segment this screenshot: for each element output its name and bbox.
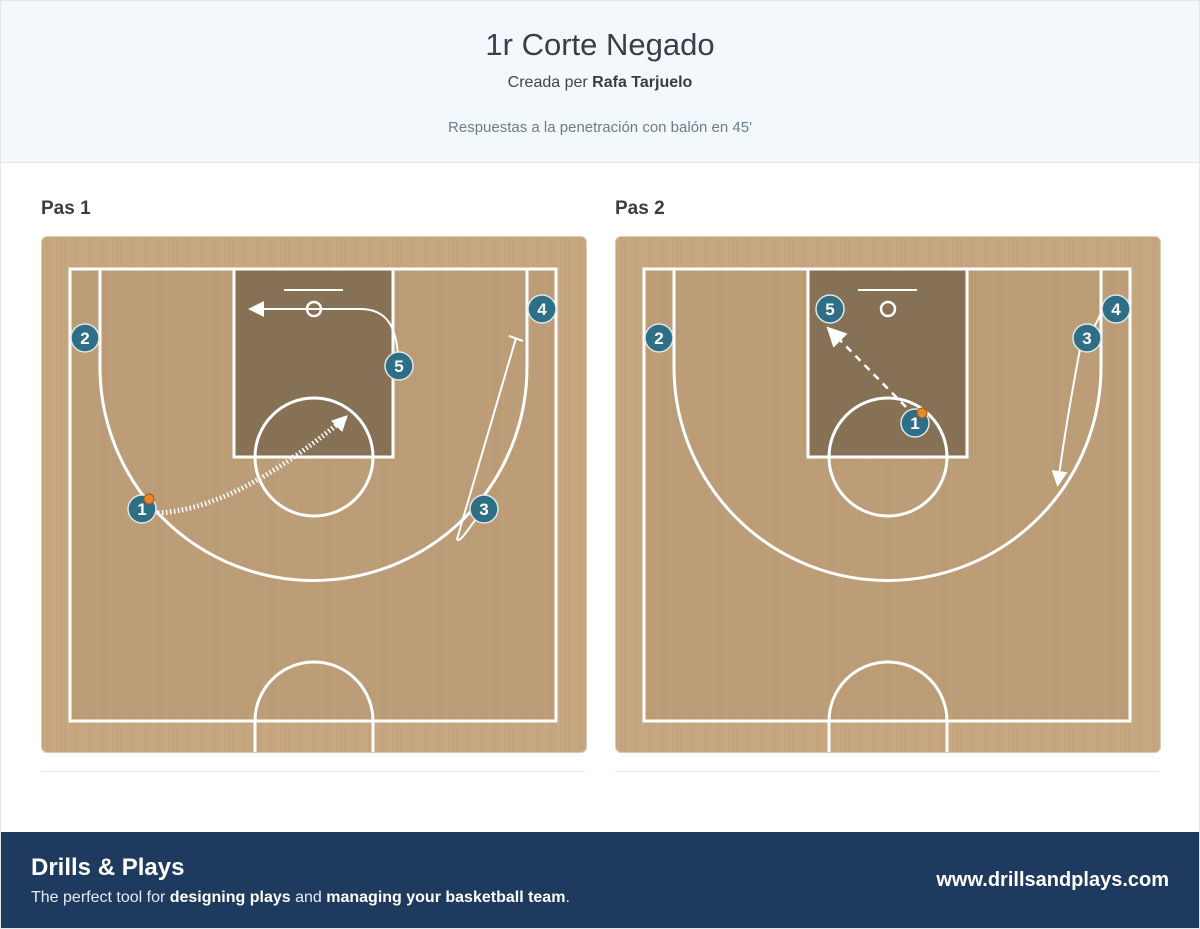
author-line: Creada per Rafa Tarjuelo [1,74,1199,92]
player-3[interactable]: 3 [1072,323,1102,353]
author-name: Rafa Tarjuelo [592,74,693,91]
player-3-label: 3 [479,500,488,519]
step-1-title: Pas 1 [41,198,91,219]
player-1[interactable]: 1 [127,493,157,524]
website-link[interactable]: www.drillsandplays.com [936,869,1169,891]
player-4[interactable]: 4 [1101,294,1131,324]
player-5-label: 5 [825,300,834,319]
player-3[interactable]: 3 [469,494,499,524]
court-diagram-step-2: 1 2 3 4 5 [615,236,1161,753]
player-2[interactable]: 2 [70,323,100,353]
tagline-text-1: The perfect tool for [31,889,170,906]
ball-icon [916,407,928,419]
pass-1-to-5 [826,326,907,408]
step-2-title: Pas 2 [615,198,665,219]
player-4-label: 4 [1111,300,1121,319]
player-2-label: 2 [80,329,89,348]
player-1-label: 1 [137,500,146,519]
tagline-emphasis-1: designing plays [169,889,291,906]
player-2[interactable]: 2 [644,323,674,353]
tagline-text-2: and [290,889,327,906]
divider [41,771,585,772]
ball-icon [143,493,155,505]
player-3-label: 3 [1082,329,1091,348]
player-1-label: 1 [910,414,919,433]
page-title: 1r Corte Negado [485,27,715,62]
player-4-label: 4 [537,300,547,319]
tagline-emphasis-2: managing your basketball team [326,889,566,906]
key-lines [806,267,969,459]
three-point-line [672,269,1103,582]
player-5-label: 5 [394,357,403,376]
hoop [879,300,897,318]
free-throw-circle [827,396,949,518]
paint [234,269,393,457]
player-4[interactable]: 4 [527,294,557,324]
court-diagram-step-1: 1 2 3 4 5 [41,236,587,753]
free-throw-circle [253,396,375,518]
three-point-line [98,269,529,582]
player-1[interactable]: 1 [900,407,930,438]
player-2-label: 2 [654,329,663,348]
play-description: Respuestas a la penetración con balón en… [448,119,752,136]
header: 1r Corte Negado Creada per Rafa Tarjuelo… [1,1,1199,163]
player-5[interactable]: 5 [384,351,414,381]
player-5[interactable]: 5 [815,294,845,324]
tagline-text-3: . [565,889,570,906]
tagline: The perfect tool for designing plays and… [31,889,570,907]
center-circle [827,660,949,722]
footer: Drills & Plays The perfect tool for desi… [1,832,1199,928]
divider [615,771,1159,772]
center-circle [253,660,375,722]
author-prefix: Creada per [507,74,588,91]
brand-name: Drills & Plays [31,854,185,881]
